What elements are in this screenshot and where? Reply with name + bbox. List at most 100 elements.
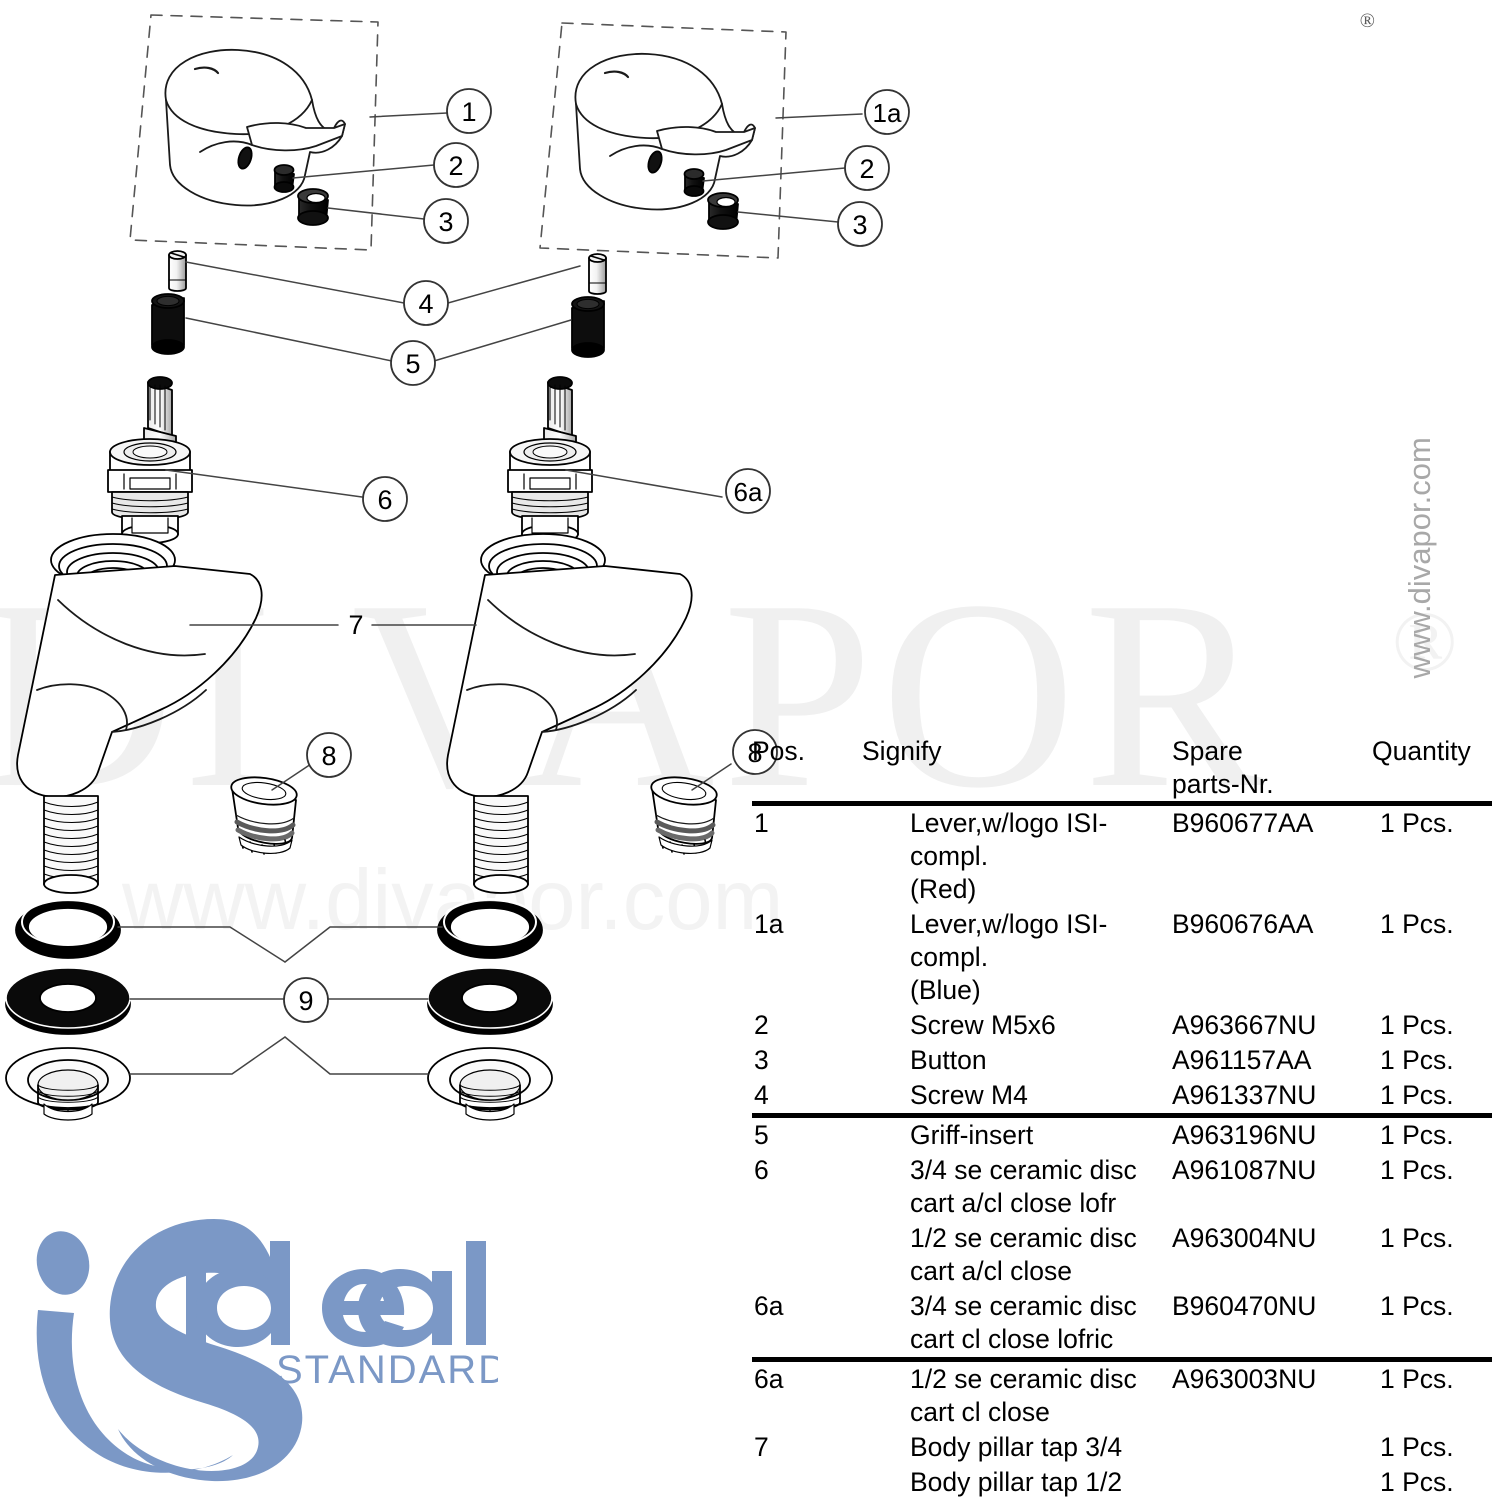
cell-signify-line2: cart a/cl close xyxy=(910,1256,1073,1286)
callout-9: 9 xyxy=(283,977,329,1023)
cell-quantity: 1 Pcs. xyxy=(1380,1432,1454,1462)
table-row: 6a 3/4 se ceramic disc cart cl close lof… xyxy=(752,1289,1492,1360)
callout-6-label: 6 xyxy=(377,485,392,515)
logo-subtitle: STANDARD xyxy=(276,1348,498,1392)
callout-5-label: 5 xyxy=(405,349,420,379)
table-row: 2 Screw M5x6 A963667NU 1 Pcs. xyxy=(752,1008,1492,1043)
cell-signify: Griff-insert xyxy=(862,1113,1172,1153)
header-spare-line2: parts-Nr. xyxy=(1172,769,1274,799)
callout-9-label: 9 xyxy=(298,986,313,1016)
callout-6: 6 xyxy=(362,476,408,522)
griff-insert-right xyxy=(571,296,605,358)
cell-signify-line2: cart cl close xyxy=(910,1397,1050,1427)
cell-signify: Lever,w/logo ISI-compl. (Blue) xyxy=(862,907,1172,1008)
cell-quantity: 1 Pcs. xyxy=(1380,1467,1454,1497)
cell-part-number xyxy=(1172,1430,1372,1465)
cell-pos: 3 xyxy=(754,1045,769,1075)
cell-signify-line1: 3/4 se ceramic disc xyxy=(910,1155,1137,1185)
cell-signify: 1/2 se ceramic disc cart cl close xyxy=(862,1357,1172,1430)
cell-pos: 6a xyxy=(752,1357,862,1430)
callout-7: 7 xyxy=(348,610,363,640)
cell-signify-line1: 1/2 se ceramic disc xyxy=(910,1364,1137,1394)
callout-8-right: 8 xyxy=(732,729,778,775)
cell-pos: 7 xyxy=(754,1432,769,1462)
divapor-brand: DI VAPOR ® www.divapor.com xyxy=(1315,0,1500,986)
callout-8-right-label: 8 xyxy=(747,738,762,768)
cell-signify: Screw M4 xyxy=(910,1080,1028,1110)
callout-6a-label: 6a xyxy=(734,477,763,507)
table-row: 6a 1/2 se ceramic disc cart cl close A96… xyxy=(752,1357,1492,1430)
table-row: 5 Griff-insert A963196NU 1 Pcs. xyxy=(752,1113,1492,1153)
cell-signify: Lever,w/logo ISI-compl. (Red) xyxy=(862,801,1172,907)
cell-signify: Body pillar tap 1/2 xyxy=(910,1467,1123,1497)
divapor-brand-url[interactable]: www.divapor.com xyxy=(1402,437,1437,679)
screw-m5x6-right xyxy=(683,168,705,197)
cell-part-number: B960470NU xyxy=(1172,1291,1317,1321)
header-spare-parts-nr: Spare parts-Nr. xyxy=(1172,735,1372,804)
cell-quantity: 1 Pcs. xyxy=(1380,1291,1454,1321)
flow-straightener-right xyxy=(650,776,718,855)
cell-quantity: 1 Pcs. xyxy=(1380,1155,1454,1185)
callout-1a-label: 1a xyxy=(873,98,902,128)
logo-s-icon xyxy=(109,1219,303,1482)
ceramic-cartridge-right xyxy=(507,376,593,544)
callout-4: 4 xyxy=(403,280,449,326)
button-cap-left xyxy=(297,188,329,226)
registered-trademark-icon: ® xyxy=(1359,10,1375,32)
button-cap-right xyxy=(707,192,739,230)
header-pos: Pos. xyxy=(752,736,806,766)
cell-pos: 5 xyxy=(752,1113,862,1153)
callout-3-left: 3 xyxy=(423,198,469,244)
cell-pos: 6a xyxy=(754,1291,784,1321)
cell-quantity: 1 Pcs. xyxy=(1380,1010,1454,1040)
pillar-tap-body-left xyxy=(16,533,263,894)
connecting-set-oring-left xyxy=(15,898,121,959)
cell-pos xyxy=(752,1221,862,1289)
griff-insert-left xyxy=(151,293,185,355)
cell-part-number: A961157AA xyxy=(1172,1045,1312,1075)
table-body: 1 Lever,w/logo ISI-compl. (Red) B960677A… xyxy=(752,801,1492,1500)
cell-signify: Button xyxy=(910,1045,987,1075)
table-row: Body pillar tap 1/2 1 Pcs. xyxy=(752,1465,1492,1500)
table-row: 7 Body pillar tap 3/4 1 Pcs. xyxy=(752,1430,1492,1465)
lever-handle-right xyxy=(539,22,787,259)
cell-pos: 1 xyxy=(752,801,862,907)
cell-part-number: A963003NU xyxy=(1172,1357,1372,1430)
table-header-row: Pos. Signify Spare parts-Nr. Quantity xyxy=(752,735,1492,804)
callout-1-label: 1 xyxy=(461,97,476,127)
callout-2-left-label: 2 xyxy=(448,151,463,181)
cell-part-number: B960677AA xyxy=(1172,801,1372,907)
ideal-standard-logo: STANDARD xyxy=(36,1219,498,1482)
connecting-set-backnut-right xyxy=(427,1047,553,1121)
cell-part-number: B960676AA xyxy=(1172,909,1314,939)
logo-wordmark xyxy=(186,1241,486,1347)
connecting-set-washer-right xyxy=(427,967,553,1035)
screw-m5x6-left xyxy=(273,164,295,193)
cell-quantity: 1 Pcs. xyxy=(1372,801,1492,907)
header-quantity: Quantity xyxy=(1372,736,1471,766)
callout-1a: 1a xyxy=(864,89,910,135)
header-spare-line1: Spare xyxy=(1172,736,1243,766)
cell-quantity: 1 Pcs. xyxy=(1380,1080,1454,1110)
callout-3-right-label: 3 xyxy=(852,210,867,240)
connecting-set-oring-right xyxy=(437,898,543,959)
cell-quantity: 1 Pcs. xyxy=(1380,1223,1454,1253)
table-row: 4 Screw M4 A961337NU 1 Pcs. xyxy=(752,1078,1492,1116)
cell-quantity: 1 Pcs. xyxy=(1372,1113,1492,1153)
cell-signify-line1: Lever,w/logo ISI-compl. xyxy=(910,808,1108,871)
cell-part-number: A963667NU xyxy=(1172,1010,1317,1040)
pillar-tap-body-right xyxy=(446,533,693,894)
cell-signify-line1: Lever,w/logo ISI-compl. xyxy=(910,909,1108,972)
callout-3-right: 3 xyxy=(837,201,883,247)
callout-8-left-label: 8 xyxy=(321,741,336,771)
spare-parts-table: Pos. Signify Spare parts-Nr. Quantity 1 … xyxy=(752,735,1492,1500)
table-row: 1 Lever,w/logo ISI-compl. (Red) B960677A… xyxy=(752,801,1492,907)
cell-signify: Screw M5x6 xyxy=(910,1010,1056,1040)
leader-lines xyxy=(117,112,863,1075)
callout-2-right-label: 2 xyxy=(859,154,874,184)
cell-signify: 1/2 se ceramic disc cart a/cl close xyxy=(862,1221,1172,1289)
cell-pos: 2 xyxy=(754,1010,769,1040)
cell-pos xyxy=(752,1465,862,1500)
